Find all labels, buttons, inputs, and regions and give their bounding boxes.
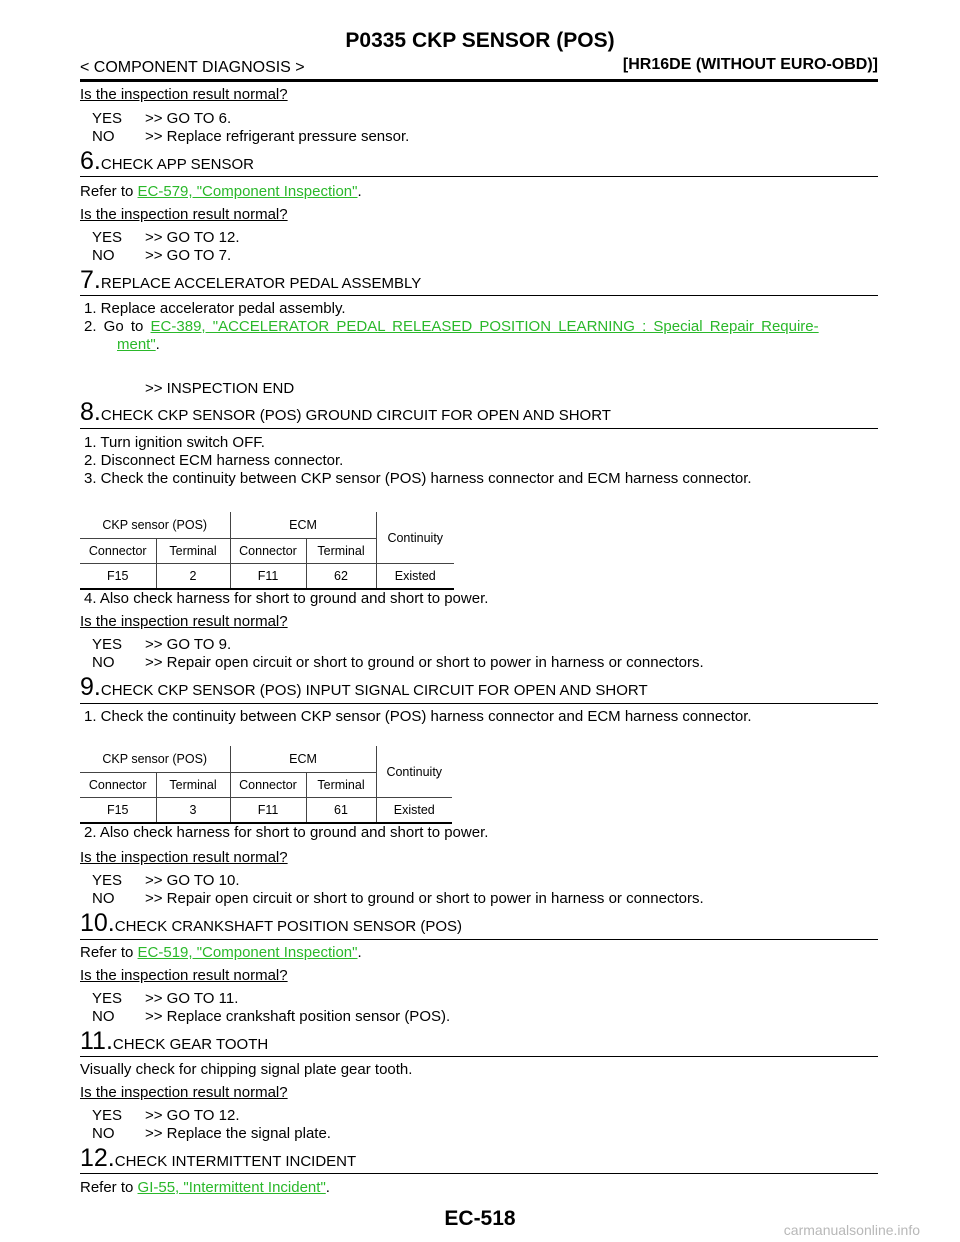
inspection-question: Is the inspection result normal?: [80, 613, 288, 630]
yes-answer: YES>> GO TO 6.: [92, 110, 232, 127]
step-10-heading: 10.CHECK CRANKSHAFT POSITION SENSOR (POS…: [80, 909, 463, 937]
table-cell: 61: [306, 797, 377, 824]
step-8-heading: 8.CHECK CKP SENSOR (POS) GROUND CIRCUIT …: [80, 398, 611, 426]
inspection-question: Is the inspection result normal?: [80, 86, 288, 103]
table-row: F15 2 F11 62 Existed: [80, 563, 454, 590]
header-ckp-sensor: CKP sensor (POS): [80, 512, 231, 539]
step-11-heading: 11.CHECK GEAR TOOTH: [80, 1027, 269, 1055]
engine-model-label: [HR16DE (WITHOUT EURO-OBD)]: [622, 56, 878, 73]
table-row: F15 3 F11 61 Existed: [80, 797, 452, 824]
yes-answer: YES>> GO TO 10.: [92, 872, 240, 889]
inspection-question: Is the inspection result normal?: [80, 206, 288, 223]
table-cell: 62: [306, 563, 377, 590]
step-8-item-3: 3. Check the continuity between CKP sens…: [84, 470, 752, 487]
table-cell: F15: [80, 563, 157, 590]
step-11-text: Visually check for chipping signal plate…: [80, 1061, 413, 1078]
step-8-item-1: 1. Turn ignition switch OFF.: [84, 434, 265, 451]
header-ckp-sensor: CKP sensor (POS): [80, 746, 231, 773]
continuity-table-2: CKP sensor (POS) ECM Continuity Connecto…: [80, 746, 452, 824]
table-cell: F11: [230, 797, 307, 824]
no-answer: NO>> GO TO 7.: [92, 247, 232, 264]
ec-389-link-cont[interactable]: ment": [117, 336, 156, 353]
ec-579-link[interactable]: EC-579, "Component Inspection": [137, 183, 358, 200]
ec-389-link[interactable]: EC-389, "ACCELERATOR PEDAL RELEASED POSI…: [150, 318, 819, 335]
header-terminal: Terminal: [306, 772, 377, 798]
table-cell: 2: [156, 563, 231, 590]
watermark: carmanualsonline.info: [783, 1222, 920, 1238]
step-7-heading: 7.REPLACE ACCELERATOR PEDAL ASSEMBLY: [80, 266, 422, 294]
no-answer: NO>> Replace crankshaft position sensor …: [92, 1008, 451, 1025]
step-8-rule: [80, 428, 878, 429]
inspection-question: Is the inspection result normal?: [80, 1084, 288, 1101]
page-number: EC-518: [444, 1207, 516, 1230]
yes-answer: YES>> GO TO 11.: [92, 990, 239, 1007]
no-answer: NO>> Repair open circuit or short to gro…: [92, 654, 704, 671]
page-title: P0335 CKP SENSOR (POS): [345, 29, 615, 52]
header-connector: Connector: [80, 538, 157, 564]
step-6-rule: [80, 176, 878, 177]
inspection-question: Is the inspection result normal?: [80, 967, 288, 984]
step-7-item-2-cont: ment".: [117, 336, 160, 353]
header-terminal: Terminal: [156, 538, 231, 564]
table-cell: F11: [230, 563, 307, 590]
section-breadcrumb: < COMPONENT DIAGNOSIS >: [80, 59, 305, 76]
no-answer: NO>> Repair open circuit or short to gro…: [92, 890, 704, 907]
step-8-item-4: 4. Also check harness for short to groun…: [84, 590, 489, 607]
inspection-end: >> INSPECTION END: [145, 380, 295, 397]
yes-answer: YES>> GO TO 9.: [92, 636, 232, 653]
step-10-refer: Refer to EC-519, "Component Inspection".: [80, 944, 362, 961]
step-7-item-2: 2. Go to EC-389, "ACCELERATOR PEDAL RELE…: [84, 318, 819, 335]
header-connector: Connector: [80, 772, 157, 798]
header-ecm: ECM: [230, 512, 377, 539]
step-10-rule: [80, 939, 878, 940]
step-6-refer: Refer to EC-579, "Component Inspection".: [80, 183, 362, 200]
step-9-item-2: 2. Also check harness for short to groun…: [84, 824, 489, 841]
step-12-rule: [80, 1173, 878, 1174]
step-7-item-1: 1. Replace accelerator pedal assembly.: [84, 300, 346, 317]
continuity-table-1: CKP sensor (POS) ECM Continuity Connecto…: [80, 512, 454, 590]
yes-answer: YES>> GO TO 12.: [92, 229, 240, 246]
header-terminal: Terminal: [156, 772, 231, 798]
yes-answer: YES>> GO TO 12.: [92, 1107, 240, 1124]
header-continuity: Continuity: [376, 512, 454, 564]
step-9-item-1: 1. Check the continuity between CKP sens…: [84, 708, 752, 725]
step-11-rule: [80, 1056, 878, 1057]
header-connector: Connector: [230, 538, 307, 564]
header-ecm: ECM: [230, 746, 377, 773]
no-answer: NO>> Replace the signal plate.: [92, 1125, 331, 1142]
step-7-rule: [80, 295, 878, 296]
step-9-heading: 9.CHECK CKP SENSOR (POS) INPUT SIGNAL CI…: [80, 673, 648, 701]
inspection-question: Is the inspection result normal?: [80, 849, 288, 866]
table-cell: Existed: [376, 563, 454, 590]
table-cell: Existed: [376, 797, 452, 824]
header-rule: [80, 79, 878, 82]
table-cell: F15: [80, 797, 157, 824]
step-12-refer: Refer to GI-55, "Intermittent Incident".: [80, 1179, 330, 1196]
ec-519-link[interactable]: EC-519, "Component Inspection": [137, 944, 358, 961]
step-8-item-2: 2. Disconnect ECM harness connector.: [84, 452, 344, 469]
no-answer: NO>> Replace refrigerant pressure sensor…: [92, 128, 410, 145]
step-9-rule: [80, 703, 878, 704]
step-12-heading: 12.CHECK INTERMITTENT INCIDENT: [80, 1144, 357, 1172]
header-connector: Connector: [230, 772, 307, 798]
gi-55-link[interactable]: GI-55, "Intermittent Incident": [137, 1179, 326, 1196]
table-cell: 3: [156, 797, 231, 824]
step-6-heading: 6.CHECK APP SENSOR: [80, 147, 254, 175]
header-terminal: Terminal: [306, 538, 377, 564]
header-continuity: Continuity: [376, 746, 452, 798]
